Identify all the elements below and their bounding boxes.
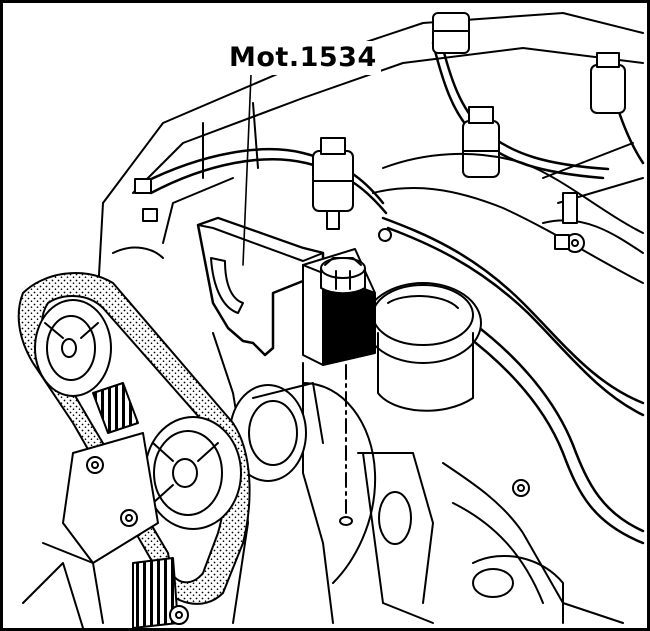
lower-pulley [144,416,242,530]
tool-label: Mot.1534 [225,41,381,75]
injector-2 [462,106,500,178]
engine-line-drawing [17,12,645,628]
rocker-cover [372,142,644,284]
engine-block-lower [212,332,624,624]
oil-filler-cap [364,282,482,412]
tool-mot-1534 [196,216,376,366]
nuts-upper [134,178,570,250]
injector-3 [432,12,470,54]
alignment-axis-line [339,364,353,526]
injector-4 [590,52,626,114]
camshaft-seal-housing [229,382,324,482]
mounting-bracket [22,432,189,628]
callout-leader-line [242,74,252,266]
injector-1 [312,137,354,230]
upper-idler-pulley [34,299,112,397]
